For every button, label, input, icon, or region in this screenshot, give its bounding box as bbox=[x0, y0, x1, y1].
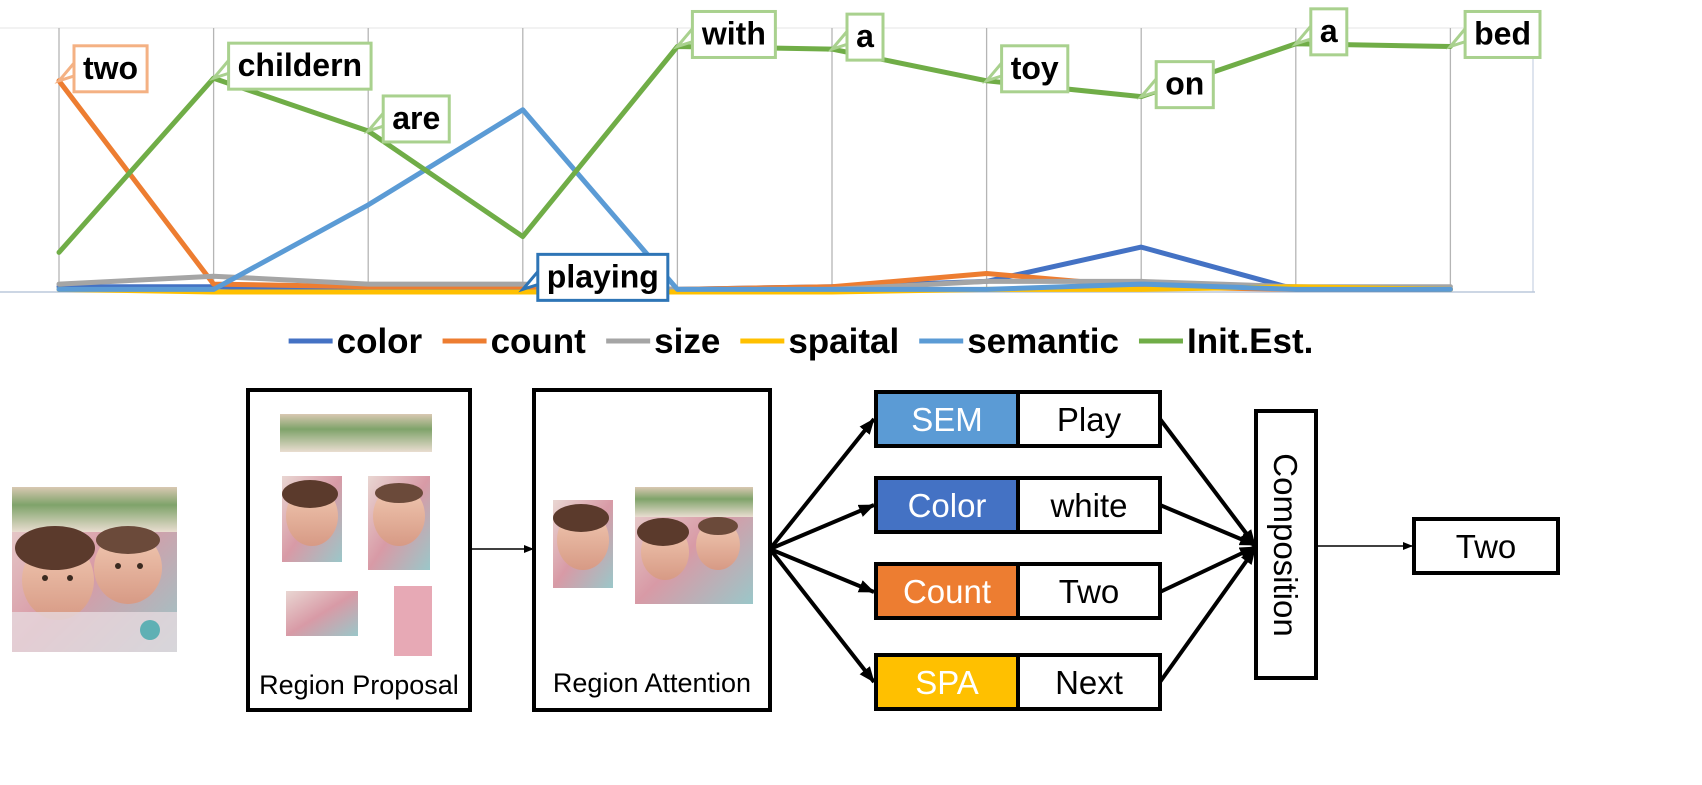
fan-out-arrows bbox=[768, 417, 876, 684]
legend-label: Init.Est. bbox=[1187, 322, 1313, 361]
fan-in-arrows bbox=[1158, 417, 1257, 684]
module-spa-value: Next bbox=[1055, 664, 1123, 701]
callout-word: a bbox=[1320, 13, 1338, 49]
arrow-to-count bbox=[769, 547, 875, 594]
module-count: Count Two bbox=[874, 562, 1162, 620]
module-spa: SPA Next bbox=[874, 653, 1162, 711]
arrow-color-to-composition bbox=[1159, 503, 1256, 547]
callout-word: toy bbox=[1011, 50, 1059, 86]
legend-label: spaital bbox=[788, 322, 899, 361]
proposal-crop-girl bbox=[282, 476, 342, 562]
legend-item-init-est-: Init.Est. bbox=[1138, 322, 1313, 361]
module-sem: SEM Play bbox=[874, 390, 1162, 448]
pipeline-diagram: Region Proposal Region Attention bbox=[12, 388, 1560, 712]
chart-legend: color count size spaital semantic Init.Est. bbox=[288, 322, 1313, 361]
callout-bed: bed bbox=[1445, 9, 1542, 59]
callout-box bbox=[536, 252, 670, 302]
callout-playing: playing bbox=[518, 252, 670, 302]
proposal-crop-blanket bbox=[286, 591, 358, 636]
legend-item-size: size bbox=[606, 322, 720, 361]
proposal-crop-hand bbox=[394, 586, 432, 656]
callout-box bbox=[227, 41, 373, 91]
legend-label: color bbox=[337, 322, 423, 361]
proposal-crop-bed bbox=[280, 414, 432, 452]
arrow-sem-to-composition bbox=[1158, 417, 1257, 547]
callout-word: two bbox=[83, 50, 138, 86]
callout-a: a bbox=[827, 12, 885, 62]
callout-box bbox=[381, 94, 451, 144]
callout-word: a bbox=[856, 18, 874, 54]
region-proposal-label: Region Proposal bbox=[259, 670, 459, 700]
callout-are: are bbox=[363, 94, 451, 144]
composition-label: Composition bbox=[1267, 453, 1304, 636]
module-color-name: Color bbox=[908, 487, 987, 524]
module-sem-name: SEM bbox=[911, 401, 983, 438]
legend-label: size bbox=[654, 322, 720, 361]
answer-text: Two bbox=[1456, 528, 1517, 565]
module-count-tag bbox=[876, 564, 1018, 618]
callout-word: playing bbox=[547, 258, 659, 294]
input-image bbox=[12, 487, 177, 652]
callout-with: with bbox=[672, 9, 777, 59]
callout-box bbox=[845, 12, 885, 62]
composition-box bbox=[1254, 409, 1318, 680]
callout-box bbox=[1309, 7, 1349, 57]
legend-item-semantic: semantic bbox=[919, 322, 1119, 361]
module-sem-value: Play bbox=[1057, 401, 1122, 438]
attention-crop-both bbox=[635, 487, 753, 604]
module-count-name: Count bbox=[903, 573, 991, 610]
callout-word: bed bbox=[1474, 15, 1531, 51]
module-color: Color white bbox=[874, 476, 1162, 534]
arrow-to-spa bbox=[768, 547, 876, 684]
attention-line-chart: two childern are playing with a toy on a bed bbox=[0, 7, 1542, 302]
callout-box bbox=[1154, 60, 1215, 110]
legend-item-count: count bbox=[442, 322, 587, 361]
callout-toy: toy bbox=[982, 44, 1070, 94]
arrow-count-to-composition bbox=[1159, 545, 1256, 594]
callout-two: two bbox=[54, 44, 149, 94]
arrow-to-color bbox=[769, 503, 875, 551]
callout-box bbox=[1463, 9, 1542, 59]
callout-box bbox=[690, 9, 777, 59]
region-proposal-box bbox=[246, 388, 472, 712]
answer-box bbox=[1412, 517, 1560, 575]
module-spa-tag bbox=[876, 655, 1018, 709]
module-count-value: Two bbox=[1059, 573, 1120, 610]
module-spa-name: SPA bbox=[915, 664, 979, 701]
module-color-tag bbox=[876, 478, 1018, 532]
callout-box bbox=[72, 44, 149, 94]
attention-crop-girl bbox=[553, 500, 613, 588]
callout-childern: childern bbox=[209, 41, 373, 91]
proposal-crop-boy bbox=[368, 476, 430, 570]
series-line-semantic bbox=[56, 107, 1453, 292]
callout-word: childern bbox=[238, 47, 362, 83]
callout-a: a bbox=[1291, 7, 1349, 57]
arrow-spa-to-composition bbox=[1158, 547, 1257, 684]
legend-label: semantic bbox=[967, 322, 1119, 361]
region-attention-label: Region Attention bbox=[553, 668, 751, 698]
legend-item-spaital: spaital bbox=[740, 322, 899, 361]
callout-word: are bbox=[392, 100, 440, 136]
arrow-to-sem bbox=[768, 417, 876, 551]
callout-word: with bbox=[701, 15, 766, 51]
callout-word: on bbox=[1165, 66, 1204, 102]
callout-on: on bbox=[1136, 60, 1215, 110]
legend-item-color: color bbox=[288, 322, 423, 361]
callout-box bbox=[1000, 44, 1070, 94]
module-sem-tag bbox=[876, 392, 1018, 446]
module-color-value: white bbox=[1049, 487, 1127, 524]
legend-label: count bbox=[491, 322, 587, 361]
